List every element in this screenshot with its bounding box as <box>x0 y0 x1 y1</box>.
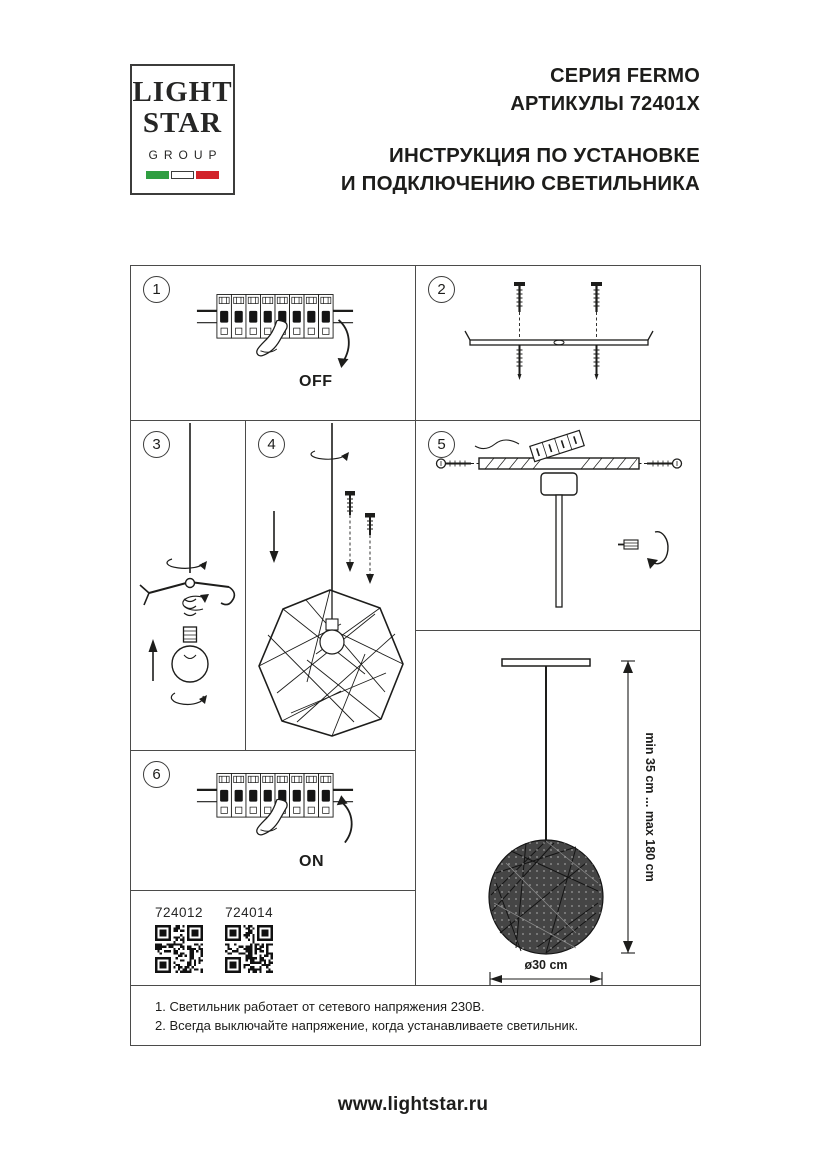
step-5-number: 5 <box>428 431 455 458</box>
rotate-arrow-bulb-icon <box>170 692 207 706</box>
step-1-panel: 1 <box>130 265 416 421</box>
diameter-dimension: ø30 cm <box>489 958 603 986</box>
code-item-right: 724014 <box>225 905 274 985</box>
on-label: ON <box>299 853 324 870</box>
articles-title: АРТИКУЛЫ 72401X <box>510 93 700 115</box>
canopy-icon <box>540 472 578 496</box>
logo-line-group: GROUP <box>148 148 223 162</box>
doc-title-line2: И ПОДКЛЮЧЕНИЮ СВЕТИЛЬНИКА <box>340 172 700 195</box>
instruction-grid: 1 <box>130 265 701 1046</box>
wire-icon <box>474 439 520 450</box>
note-line-2: 2. Всегда выключайте напряжение, когда у… <box>155 1018 579 1033</box>
step-6-panel: 6 <box>130 750 416 891</box>
adjust-screw-icon <box>618 539 639 550</box>
sphere-shade-icon <box>488 839 604 955</box>
step-4-number: 4 <box>258 431 285 458</box>
header: СЕРИЯ FERMO АРТИКУЛЫ 72401X ИНСТРУКЦИЯ П… <box>300 62 700 198</box>
screw-right-icon <box>639 458 683 469</box>
screw-left-icon <box>435 458 479 469</box>
flag-red <box>196 171 219 179</box>
bracket-bar-icon <box>464 330 654 346</box>
terminal-block-icon <box>529 429 585 463</box>
flag-white <box>171 171 194 179</box>
website-url: www.lightstar.ru <box>337 1094 489 1115</box>
circuit-breaker-on-illustration <box>196 773 354 844</box>
height-dimension: min 35 cm ... max 180 cm <box>621 660 657 954</box>
down-arrow-icon <box>269 511 279 563</box>
article-code-right: 724014 <box>225 905 274 920</box>
notes-panel: 1. Светильник работает от сетевого напря… <box>130 985 701 1046</box>
anchor-screw-right-icon <box>591 282 602 338</box>
screw-lower-icon <box>365 513 375 584</box>
pendant-dimensions-panel: min 35 cm ... max 180 cm ø30 cm <box>415 630 701 986</box>
logo-line-light: LIGHT <box>132 76 233 108</box>
ceiling-plate-icon <box>478 457 640 470</box>
step-3-panel: 3 <box>130 420 246 751</box>
height-dimension-label: min 35 cm ... max 180 cm <box>643 732 657 881</box>
anchor-screw-left-icon <box>514 282 525 338</box>
step-6-number: 6 <box>143 761 170 788</box>
note-line-1: 1. Светильник работает от сетевого напря… <box>155 999 485 1014</box>
arrow-up-icon <box>336 795 353 844</box>
italian-flag-icon <box>146 171 219 179</box>
diameter-dimension-label: ø30 cm <box>524 958 567 972</box>
circuit-breaker-off-illustration <box>196 294 354 369</box>
shade-assembly-illustration <box>258 423 404 737</box>
article-code-left: 724012 <box>155 905 204 920</box>
qr-code-left-icon <box>155 925 203 973</box>
flag-green <box>146 171 169 179</box>
hand-icon <box>256 319 288 357</box>
rotate-arrow-icon <box>647 531 669 569</box>
ceiling-plate-icon <box>501 658 591 667</box>
logo-line-star: STAR <box>142 107 223 139</box>
up-arrow-icon <box>148 639 158 681</box>
screw-tail-right-icon <box>593 345 600 380</box>
off-label: OFF <box>299 373 333 390</box>
series-title: СЕРИЯ FERMO <box>550 65 700 87</box>
ceiling-mount-illustration <box>435 429 683 608</box>
step-1-number: 1 <box>143 276 170 303</box>
doc-title-line1: ИНСТРУКЦИЯ ПО УСТАНОВКЕ <box>389 144 700 167</box>
step-3-number: 3 <box>143 431 170 458</box>
mounting-bracket-illustration <box>464 282 654 380</box>
step-2-number: 2 <box>428 276 455 303</box>
arrow-down-icon <box>337 319 350 369</box>
hand-icon <box>256 798 288 836</box>
rod-icon <box>555 494 563 608</box>
hook-bracket-icon <box>139 577 236 606</box>
code-item-left: 724012 <box>155 905 203 985</box>
hook-and-bulb-illustration <box>139 423 236 706</box>
geometric-shade-icon <box>258 589 404 737</box>
lightstar-logo: LIGHT STAR GROUP <box>130 64 235 195</box>
rotate-arrow-icon <box>310 450 349 461</box>
rotate-arrow-small-icon <box>182 594 209 611</box>
rotate-arrow-icon <box>166 558 207 570</box>
step-5-panel: 5 <box>415 420 701 631</box>
step-4-panel: 4 <box>245 420 416 751</box>
screw-upper-icon <box>345 491 355 572</box>
screw-tail-left-icon <box>516 345 523 380</box>
step-2-panel: 2 <box>415 265 701 421</box>
bulb-icon <box>171 626 209 683</box>
codes-panel: 724012 724014 <box>130 890 416 986</box>
pendant-lamp-illustration: min 35 cm ... max 180 cm ø30 cm <box>488 658 657 986</box>
qr-code-right-icon <box>225 925 274 973</box>
